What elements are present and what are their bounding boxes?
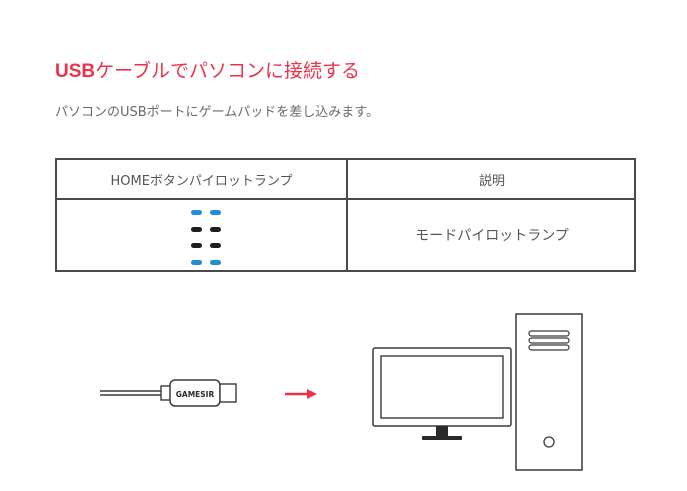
led-light [210, 260, 221, 265]
led-light [210, 243, 221, 248]
cable-brand-label: GAMESIR [176, 390, 215, 399]
led-light [191, 243, 202, 248]
led-light [210, 210, 221, 215]
led-status-table: HOMEボタンパイロットランプ 説明 モードパイロットランプ [55, 158, 636, 272]
home-button-led-icon [191, 208, 221, 266]
table-header-led: HOMEボタンパイロットランプ [110, 173, 293, 189]
table-row-divider [57, 198, 634, 200]
usb-cable-icon: GAMESIR [100, 379, 237, 407]
table-header-description: 説明 [478, 173, 505, 189]
table-column-divider [346, 160, 348, 270]
table-cell-description: モードパイロットランプ [415, 228, 569, 244]
right-arrow-icon [285, 389, 317, 399]
heading-text: ケーブルでパソコンに接続する [95, 60, 360, 82]
led-light [191, 227, 202, 232]
instruction-text: パソコンのUSBポートにゲームパッドを差し込みます。 [55, 105, 379, 120]
desktop-computer-icon [372, 313, 583, 471]
led-light [210, 227, 221, 232]
section-heading: USBケーブルでパソコンに接続する [55, 58, 360, 85]
heading-prefix: USB [55, 61, 96, 82]
led-light [191, 260, 202, 265]
led-light [191, 210, 202, 215]
